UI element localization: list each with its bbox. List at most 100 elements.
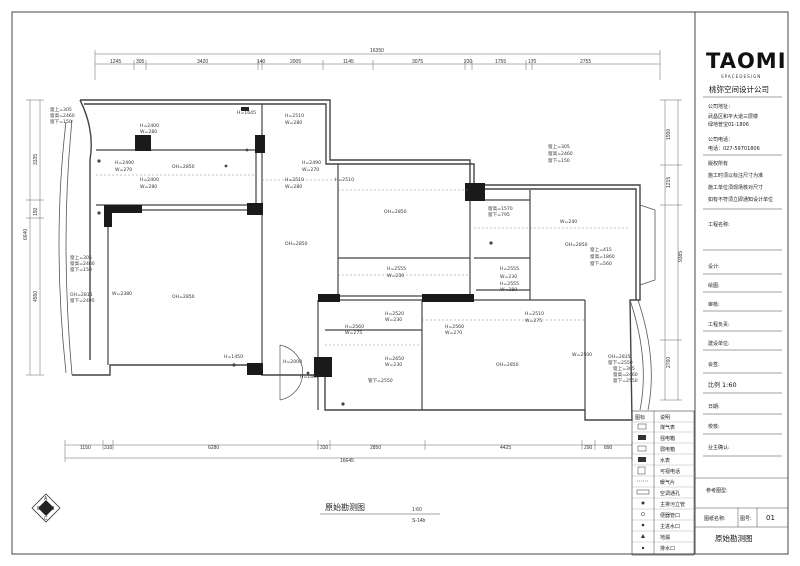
top-dim-6: 1145: [343, 59, 354, 65]
video-phone-icon: [637, 466, 646, 475]
beam-10: W=270: [302, 167, 319, 173]
window-note-ll-2: 窗下=2495: [70, 297, 95, 304]
window-note-rl-1: 窗上=305: [613, 365, 635, 372]
company-name: 桃弥空间设计公司: [709, 84, 769, 94]
beam-16: H=2510: [335, 177, 354, 183]
compass-a: A: [44, 496, 48, 502]
beam-1: H=2400: [140, 123, 159, 129]
pipe-label: 管下=2550: [368, 377, 393, 384]
window-note-r-1: 窗上=415: [590, 246, 612, 253]
legend-item-4: 水表: [660, 457, 670, 464]
window-note-lt-1: 窗上=305: [50, 106, 72, 113]
logo-subtitle: SPACEDESIGN: [721, 74, 761, 79]
window-note-r-2: 窗高=1860: [590, 253, 615, 260]
legend-item-12: 排水口: [660, 545, 675, 552]
beam-25: W=230: [385, 317, 402, 323]
room-height-4: OH=2850: [384, 209, 407, 215]
legend-item-3: 弱电箱: [660, 446, 675, 453]
compass-c: C: [44, 516, 48, 522]
drain-outlet-icon: [641, 546, 645, 550]
beam-41: OH=2835: [608, 354, 631, 360]
window-note-ll-1: OH=2815: [70, 292, 93, 298]
top-dim-4: 140: [257, 59, 266, 65]
window-note-m2-1: 窗高=1570: [488, 205, 513, 212]
beam-40: W=2500: [572, 352, 592, 358]
water-meter-icon: [638, 457, 646, 462]
beam-18: H=2555: [387, 266, 406, 272]
bottom-dim-5: 2850: [370, 445, 381, 451]
beam-32: H=2510: [525, 311, 544, 317]
bottom-dim-6: 4425: [500, 445, 511, 451]
beam-42: 窗下=2550: [608, 359, 633, 366]
beam-39: W=2380: [112, 291, 132, 297]
field-project-name: 工程名称:: [708, 221, 730, 228]
weak-power-box-icon: [637, 445, 647, 452]
legend-item-1: 煤气表: [660, 424, 675, 431]
beam-30: H=2560: [445, 324, 464, 330]
compass: A B C D: [31, 493, 61, 523]
room-height-6: OH=2850: [496, 362, 519, 368]
field-review: 审核:: [708, 301, 720, 308]
beam-8: W=280: [285, 120, 302, 126]
beam-4: W=270: [115, 167, 132, 173]
bottom-dim-2: 310: [104, 445, 113, 451]
entry-door: [279, 344, 304, 401]
note-3: 如有不符须立即通知设计单位: [708, 196, 773, 203]
structural-columns: [104, 135, 485, 377]
field-drawing: 绘图:: [708, 282, 720, 289]
room-height-1: OH=2850: [172, 164, 195, 170]
right-dim-2: 1215: [666, 177, 672, 188]
top-total-dim: 16350: [370, 48, 384, 54]
beam-17: W=240: [560, 219, 577, 225]
window-note-l-1: 窗上=305: [70, 254, 92, 261]
beam-38: H=1660: [300, 374, 319, 380]
top-dim-9: 1755: [495, 59, 506, 65]
taomi-logo: TAOMI SPACEDESIGN: [706, 49, 786, 79]
scale-label: 比例: [708, 381, 720, 389]
beam-20: H=2555: [500, 266, 519, 272]
window-note-mt-3: 窗下=150: [548, 157, 570, 164]
beam-33: W=275: [525, 318, 542, 324]
title-block: TAOMI SPACEDESIGN 桃弥空间设计公司 公司地址： 武昌区和平大道…: [695, 49, 788, 543]
beam-24: H=2520: [385, 311, 404, 317]
ac-hole-icon: [636, 489, 650, 495]
beam-23: W=280: [500, 287, 517, 293]
beam-34: H=2650: [385, 356, 404, 362]
top-dim-1: 1245: [110, 59, 121, 65]
window-note-rl-3: 窗下=2550: [613, 377, 638, 384]
scale-value: 1:60: [722, 381, 737, 389]
top-dim-10: 170: [528, 59, 537, 65]
field-project-lead: 工程负责:: [708, 321, 730, 328]
plan-caption-scale: 1:60: [412, 507, 422, 513]
window-note-l-2: 窗高=2460: [70, 260, 95, 267]
beam-36: H=1450: [224, 354, 243, 360]
left-dim-2: 150: [33, 207, 39, 216]
note-1: 施工时须以标注尺寸为准: [708, 172, 763, 179]
window-note-lt-3: 窗下=150: [50, 118, 72, 125]
legend-table: 图标 说明 煤气表 强电箱 弱电箱 水表 可视电话 暖气片 空调通孔 主排污立管…: [631, 410, 695, 556]
legend-item-9: 便器管口: [660, 512, 680, 519]
date-label: 日期:: [708, 404, 720, 410]
drawing-no-label: 图号:: [740, 516, 752, 522]
top-dim-8: 230: [464, 59, 473, 65]
water-inlet-icon: [641, 523, 645, 527]
bottom-total-dim: 16645: [340, 458, 354, 464]
plan-caption-code: S-14b: [412, 518, 426, 524]
legend-header-desc: 说明: [660, 414, 670, 421]
address-line2: 绿地普宝01-1806: [708, 121, 749, 128]
beam-2: W=280: [140, 129, 157, 135]
top-dim-11: 2755: [580, 59, 591, 65]
top-dim-5: 2005: [290, 59, 301, 65]
right-dim-4: 2760: [666, 357, 672, 368]
sheet-border: [11, 11, 789, 555]
right-dim-3: 9385: [678, 251, 684, 262]
bottom-dim-3: 6280: [208, 445, 219, 451]
beam-31: W=270: [445, 330, 462, 336]
window-note-mt-2: 窗高=2460: [548, 150, 573, 157]
legend-item-8: 主排污立管: [660, 501, 685, 508]
room-height-3: OH=2850: [285, 241, 308, 247]
compass-d: D: [37, 506, 41, 512]
room-height-2: OH=2850: [172, 294, 195, 300]
beam-12: W=280: [285, 184, 302, 190]
